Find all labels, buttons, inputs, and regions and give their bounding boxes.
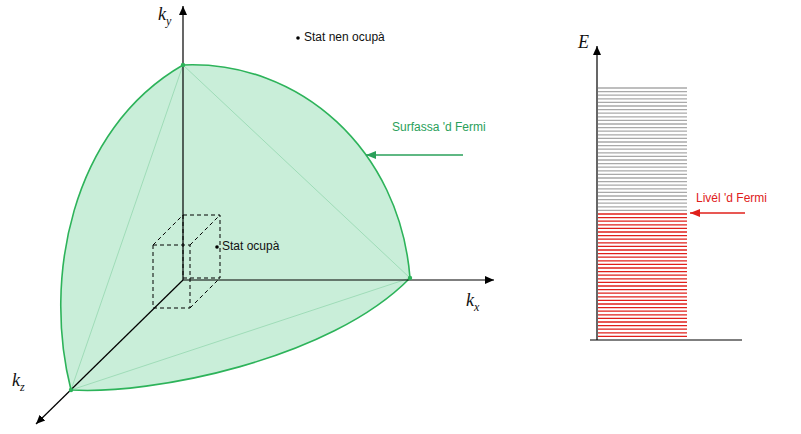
energy-level (598, 113, 687, 114)
energy-level (598, 246, 687, 247)
energy-level (598, 228, 687, 229)
energy-level (598, 156, 687, 157)
energy-level (598, 311, 687, 312)
energy-level (598, 336, 687, 337)
energy-level (598, 289, 687, 290)
energy-level (598, 221, 687, 222)
energy-level (598, 275, 687, 276)
energy-level (598, 213, 687, 214)
energy-level (598, 109, 687, 110)
energy-level (598, 253, 687, 254)
energy-level (598, 195, 687, 196)
energy-level (598, 293, 687, 294)
energy-level (598, 260, 687, 261)
kz-axis (36, 280, 183, 424)
energy-level (598, 206, 687, 207)
leader-arrow (366, 154, 463, 155)
energy-level (598, 131, 687, 132)
energy-level (598, 307, 687, 308)
energy-level (598, 314, 687, 315)
energy-level (598, 332, 687, 333)
energy-level (598, 141, 687, 142)
energy-level (598, 167, 687, 168)
energy-level (598, 170, 687, 171)
surface-point (408, 276, 412, 280)
state-label: Stat nen ocupà (304, 30, 385, 44)
energy-level (598, 188, 687, 189)
energy-level (598, 105, 687, 106)
energy-level (598, 145, 687, 146)
energy-level (598, 127, 687, 128)
energy-level (598, 282, 687, 283)
baseline (590, 339, 742, 340)
energy-level (598, 95, 687, 96)
energy-level (598, 177, 687, 178)
axis-label: kz (12, 370, 25, 394)
energy-level (598, 296, 687, 297)
state-cube (153, 215, 220, 308)
state-dot (296, 36, 300, 40)
energy-level (598, 134, 687, 135)
surface-label: Surfassa 'd Fermi (392, 120, 486, 134)
energy-level (598, 278, 687, 279)
ky-axis (182, 6, 183, 280)
axis-label: kx (466, 290, 479, 314)
energy-level (598, 303, 687, 304)
energy-level (598, 267, 687, 268)
energy-level (598, 116, 687, 117)
energy-level (598, 325, 687, 326)
energy-level (598, 185, 687, 186)
energy-level (598, 123, 687, 124)
energy-level (598, 210, 687, 211)
energy-level (598, 271, 687, 272)
energy-level (598, 285, 687, 286)
energy-level (598, 249, 687, 250)
surface-point (69, 388, 73, 392)
energy-level (598, 192, 687, 193)
energy-level (598, 181, 687, 182)
energy-level (598, 149, 687, 150)
leader-arrow (690, 212, 745, 213)
fermi-surface-outline (61, 65, 410, 391)
energy-level (598, 87, 687, 88)
energy-level (598, 138, 687, 139)
surface-facet (71, 65, 410, 390)
energy-level (598, 329, 687, 330)
energy-level (598, 152, 687, 153)
state-label: Stat ocupà (222, 239, 279, 253)
state-dot (215, 245, 219, 249)
energy-level (598, 102, 687, 103)
surface-point (181, 63, 185, 67)
energy-level (598, 239, 687, 240)
level-label: Livél 'd Fermi (696, 191, 767, 205)
energy-level (598, 264, 687, 265)
fermi-surface-fill (61, 65, 410, 391)
axis-label: E (578, 32, 589, 54)
energy-level (598, 217, 687, 218)
energy-level (598, 159, 687, 160)
energy-level (598, 224, 687, 225)
kx-axis (183, 279, 494, 280)
energy-level (598, 120, 687, 121)
energy-level (598, 300, 687, 301)
energy-level (598, 98, 687, 99)
energy-level (598, 242, 687, 243)
energy-level (598, 321, 687, 322)
energy-level (598, 174, 687, 175)
energy-level (598, 199, 687, 200)
energy-level (598, 318, 687, 319)
energy-level (598, 163, 687, 164)
energy-axis (596, 46, 597, 340)
energy-level (598, 203, 687, 204)
energy-level (598, 235, 687, 236)
energy-level (598, 231, 687, 232)
energy-level (598, 257, 687, 258)
energy-level (598, 91, 687, 92)
energy-levels (598, 88, 687, 336)
axis-label: ky (158, 4, 171, 28)
